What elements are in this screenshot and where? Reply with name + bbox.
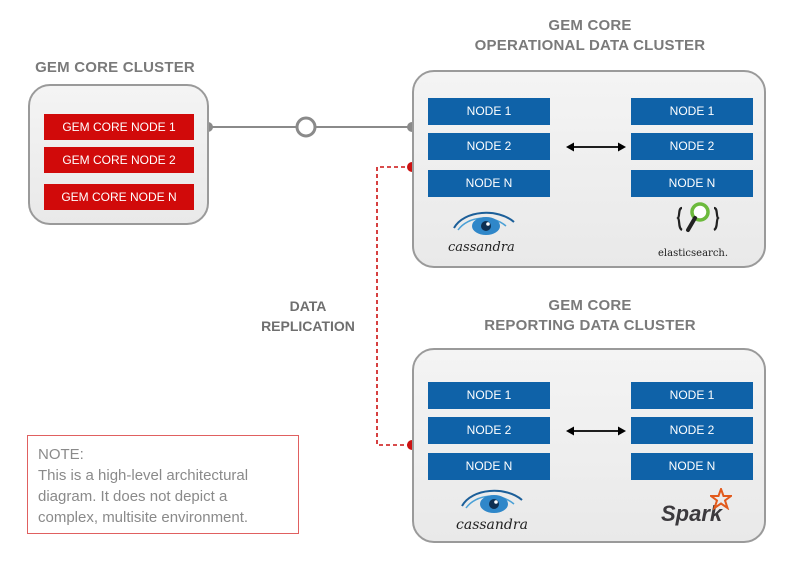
- gem-core-node-1: GEM CORE NODE 1: [44, 114, 194, 140]
- note-line-2: diagram. It does not depict a: [38, 488, 228, 505]
- elasticsearch-logo-text: elasticsearch.: [658, 248, 729, 259]
- operational-left-node-1: NODE 1: [428, 98, 550, 125]
- elasticsearch-magnifier-icon: [676, 202, 720, 232]
- reporting-right-node-2: NODE 2: [631, 417, 753, 444]
- reporting-right-node-n: NODE N: [631, 453, 753, 480]
- cassandra-eye-icon: [461, 489, 523, 513]
- gem-core-cluster: GEM CORE NODE 1 GEM CORE NODE 2 GEM CORE…: [28, 84, 209, 225]
- reporting-cluster-title: GEM CORE REPORTING DATA CLUSTER: [440, 296, 740, 336]
- spark-logo-text: Spark: [661, 501, 723, 526]
- operational-left-node-n: NODE N: [428, 170, 550, 197]
- reporting-title-line2: REPORTING DATA CLUSTER: [484, 317, 696, 334]
- link-junction-circle: [295, 116, 317, 138]
- operational-cluster-title: GEM CORE OPERATIONAL DATA CLUSTER: [440, 16, 740, 56]
- note-line-1: This is a high-level architectural: [38, 467, 249, 484]
- operational-title-line1: GEM CORE: [548, 17, 632, 34]
- note-line-3: complex, multisite environment.: [38, 509, 249, 526]
- gem-core-node-n: GEM CORE NODE N: [44, 184, 194, 210]
- reporting-right-node-1: NODE 1: [631, 382, 753, 409]
- data-replication-label: DATA REPLICATION: [258, 296, 358, 336]
- operational-right-node-n: NODE N: [631, 170, 753, 197]
- gem-core-node-2: GEM CORE NODE 2: [44, 147, 194, 173]
- operational-data-cluster: NODE 1 NODE 2 NODE N NODE 1 NODE 2 NODE …: [412, 70, 766, 268]
- replication-line1: DATA: [289, 298, 327, 314]
- reporting-data-cluster: NODE 1 NODE 2 NODE N NODE 1 NODE 2 NODE …: [412, 348, 766, 543]
- operational-title-line2: OPERATIONAL DATA CLUSTER: [474, 37, 706, 54]
- cassandra-logo-text: cassandra: [456, 517, 528, 533]
- reporting-left-node-1: NODE 1: [428, 382, 550, 409]
- spark-star-icon: [710, 488, 732, 510]
- operational-left-node-2: NODE 2: [428, 133, 550, 160]
- note-heading: NOTE:: [38, 446, 84, 463]
- cassandra-eye-icon: [453, 211, 515, 235]
- replication-line2: REPLICATION: [261, 318, 355, 334]
- reporting-left-node-2: NODE 2: [428, 417, 550, 444]
- cassandra-logo-text: cassandra: [448, 240, 515, 255]
- reporting-title-line1: GEM CORE: [548, 297, 632, 314]
- replication-line: [376, 166, 412, 446]
- note-box: NOTE: This is a high-level architectural…: [27, 435, 299, 534]
- bidirectional-arrow-icon: [566, 142, 626, 152]
- operational-right-node-1: NODE 1: [631, 98, 753, 125]
- gem-core-cluster-title: GEM CORE CLUSTER: [35, 59, 195, 76]
- reporting-left-node-n: NODE N: [428, 453, 550, 480]
- bidirectional-arrow-icon: [566, 426, 626, 436]
- operational-right-node-2: NODE 2: [631, 133, 753, 160]
